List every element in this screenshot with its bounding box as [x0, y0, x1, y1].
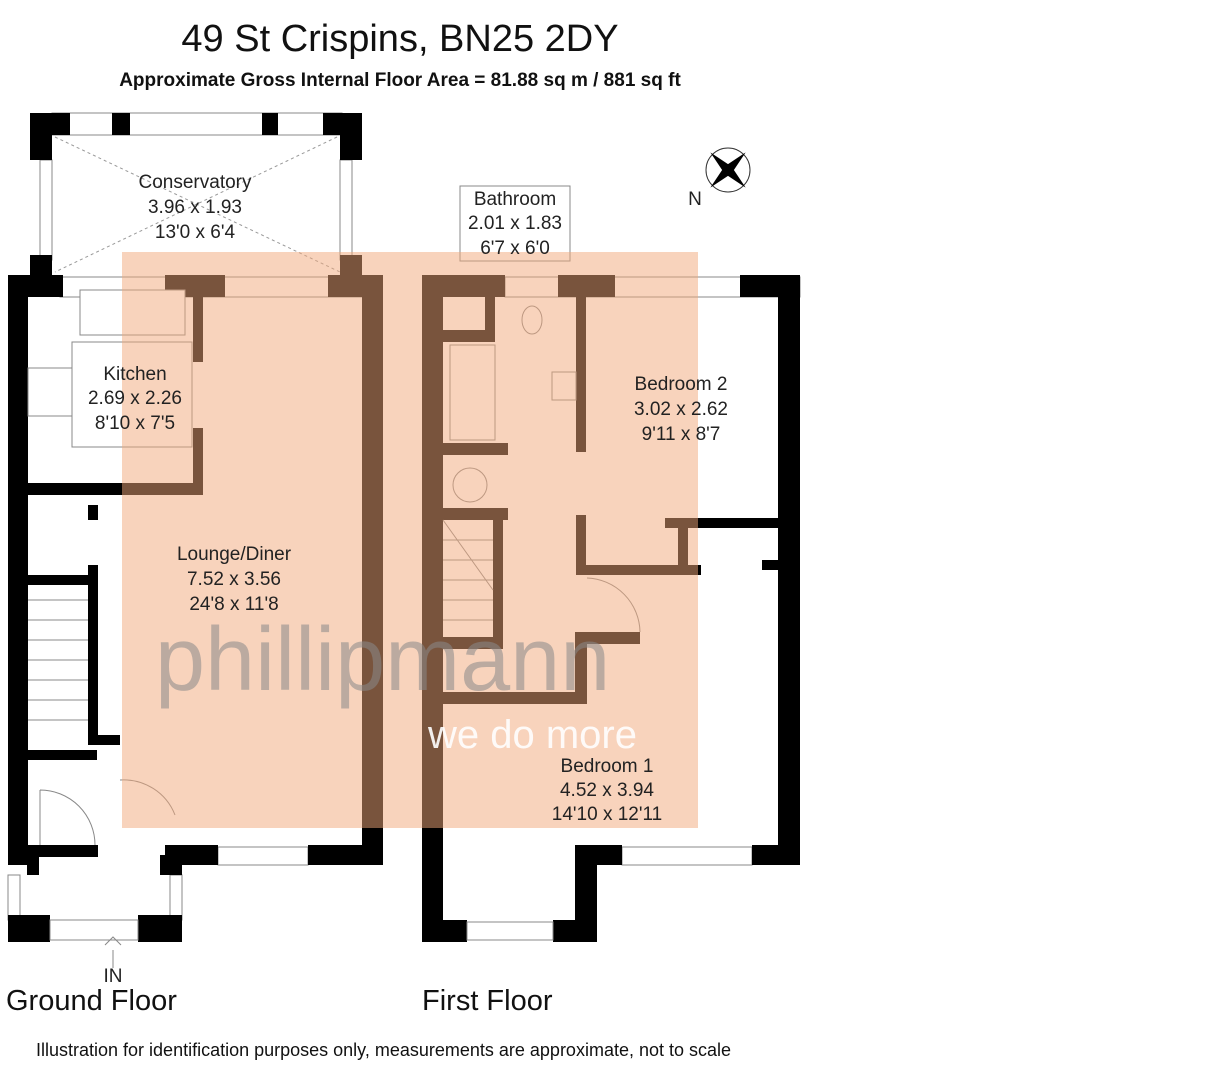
svg-text:6'7 x 6'0: 6'7 x 6'0 [480, 238, 550, 259]
svg-text:Bedroom 1: Bedroom 1 [561, 756, 654, 777]
entrance-label: IN [104, 966, 123, 987]
svg-text:8'10 x 7'5: 8'10 x 7'5 [95, 413, 175, 434]
svg-text:Bedroom 2: Bedroom 2 [635, 374, 728, 395]
svg-text:Lounge/Diner: Lounge/Diner [177, 544, 292, 565]
floor-area: Approximate Gross Internal Floor Area = … [119, 70, 681, 91]
conservatory [30, 112, 362, 297]
compass-north-label: N [688, 189, 702, 210]
room-conservatory: Conservatory 3.96 x 1.93 13'0 x 6'4 [139, 172, 252, 243]
svg-text:9'11 x 8'7: 9'11 x 8'7 [642, 424, 721, 445]
watermark-brand: phillipmann [155, 610, 610, 710]
room-bedroom-1: Bedroom 1 4.52 x 3.94 14'10 x 12'11 [552, 756, 662, 825]
compass-icon: N [688, 147, 751, 210]
room-bathroom: Bathroom 2.01 x 1.83 6'7 x 6'0 [468, 189, 562, 259]
svg-text:2.01 x 1.83: 2.01 x 1.83 [468, 213, 562, 234]
svg-text:14'10 x 12'11: 14'10 x 12'11 [552, 804, 662, 825]
watermark-tagline: we do more [427, 713, 637, 757]
room-bedroom-2: Bedroom 2 3.02 x 2.62 9'11 x 8'7 [634, 374, 728, 445]
svg-text:Bathroom: Bathroom [474, 189, 556, 210]
svg-text:3.96 x 1.93: 3.96 x 1.93 [148, 197, 242, 218]
svg-text:Conservatory: Conservatory [139, 172, 252, 193]
svg-text:24'8 x 11'8: 24'8 x 11'8 [189, 594, 278, 615]
room-lounge-diner: Lounge/Diner 7.52 x 3.56 24'8 x 11'8 [177, 544, 292, 615]
page-title: 49 St Crispins, BN25 2DY [181, 18, 619, 60]
highlight-overlay [122, 252, 698, 828]
svg-text:7.52 x 3.56: 7.52 x 3.56 [187, 569, 281, 590]
svg-text:Kitchen: Kitchen [103, 364, 166, 385]
ground-floor-label: Ground Floor [6, 985, 177, 1017]
svg-text:4.52 x 3.94: 4.52 x 3.94 [560, 780, 654, 801]
svg-text:13'0 x 6'4: 13'0 x 6'4 [155, 222, 236, 243]
disclaimer: Illustration for identification purposes… [36, 1040, 732, 1060]
svg-text:3.02 x 2.62: 3.02 x 2.62 [634, 399, 728, 420]
room-kitchen: Kitchen 2.69 x 2.26 8'10 x 7'5 [88, 364, 182, 434]
svg-text:2.69 x 2.26: 2.69 x 2.26 [88, 388, 182, 409]
first-floor-label: First Floor [422, 985, 553, 1017]
